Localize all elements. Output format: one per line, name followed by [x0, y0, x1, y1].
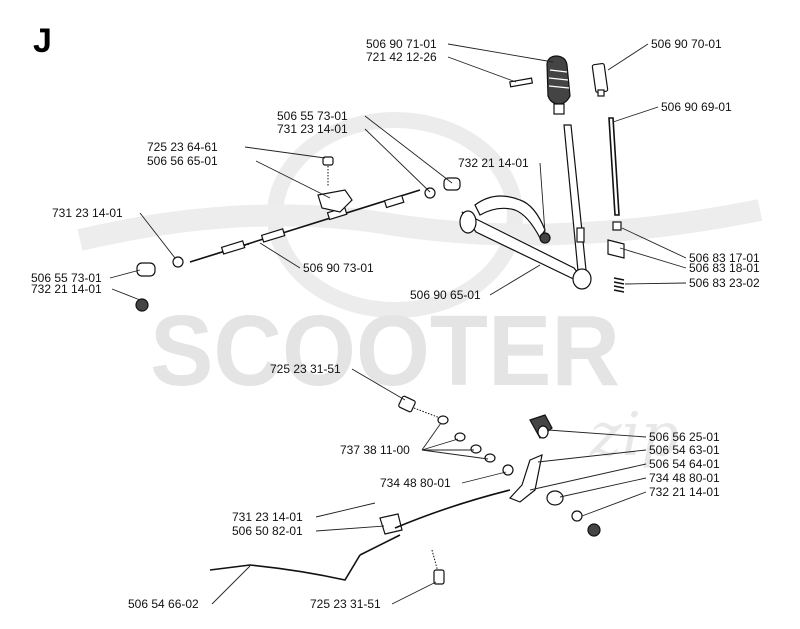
part-label: 732 21 14-01	[649, 485, 720, 499]
nut	[539, 232, 551, 244]
part-label: 506 56 25-01	[649, 430, 720, 444]
part-label: 731 23 14-01	[52, 206, 123, 220]
part-label: 725 23 31-51	[270, 362, 341, 376]
ball-joint-right	[424, 177, 461, 199]
lever-rod	[563, 124, 587, 272]
upper-assembly	[135, 55, 625, 312]
cable-lower	[394, 489, 511, 529]
control-rod	[209, 554, 361, 581]
bolt	[591, 62, 609, 97]
lever-arm	[508, 454, 543, 503]
spring	[613, 277, 625, 293]
cross-tube	[459, 210, 592, 290]
part-label: 506 54 63-01	[649, 443, 720, 457]
part-label: 506 90 73-01	[303, 261, 374, 275]
watermark-subtext: zip	[589, 400, 679, 470]
pin	[509, 77, 534, 88]
bolt-lower	[431, 549, 445, 585]
part-label: 506 90 71-01	[366, 37, 437, 51]
ball-joint-left	[135, 256, 184, 312]
rod	[608, 117, 620, 216]
part-label: 506 90 70-01	[651, 37, 722, 51]
washers	[437, 415, 496, 463]
part-label: 506 83 23-02	[689, 276, 760, 290]
bolt-upper	[398, 395, 441, 419]
part-label: 734 48 80-01	[649, 471, 720, 485]
leader-lines	[109, 43, 687, 605]
part-label: 506 90 69-01	[661, 100, 732, 114]
spacer	[612, 221, 622, 231]
clip-lower	[379, 513, 403, 535]
part-label: 506 83 18-01	[689, 261, 760, 275]
cable-lower-end	[359, 534, 401, 556]
part-label: 506 55 73-01	[277, 109, 348, 123]
part-label: 506 50 82-01	[232, 524, 303, 538]
part-label: 725 23 31-51	[310, 597, 381, 611]
handle-knob	[529, 414, 553, 439]
part-label: 731 23 14-01	[277, 122, 348, 136]
part-label: 506 56 65-01	[147, 154, 218, 168]
watermark-swoosh	[77, 199, 763, 251]
cable	[189, 189, 421, 263]
part-label: 732 21 14-01	[458, 156, 529, 170]
cable-clip	[317, 189, 353, 213]
section-letter: J	[33, 22, 52, 60]
part-label: 731 23 14-01	[232, 510, 303, 524]
part-label: 725 23 64-61	[147, 140, 218, 154]
part-label: 734 48 80-01	[380, 476, 451, 490]
watermark-text: SCOOTER	[150, 295, 620, 407]
part-labels: 506 90 71-01 721 42 12-26 506 90 70-01 5…	[31, 37, 760, 611]
part-label: 506 90 65-01	[410, 288, 481, 302]
part-label: 721 42 12-26	[366, 50, 437, 64]
grip-knob	[546, 55, 571, 115]
part-label: 506 54 64-01	[649, 457, 720, 471]
plate	[607, 239, 625, 259]
part-label: 506 54 66-02	[128, 597, 199, 611]
part-label: 506 55 73-01	[31, 271, 102, 285]
screw	[322, 156, 334, 186]
part-label: 737 38 11-00	[340, 443, 410, 457]
part-label: 732 21 14-01	[31, 282, 102, 296]
part-label: 506 83 17-01	[689, 251, 760, 265]
nut-lower	[502, 464, 514, 476]
bushing	[546, 490, 601, 537]
